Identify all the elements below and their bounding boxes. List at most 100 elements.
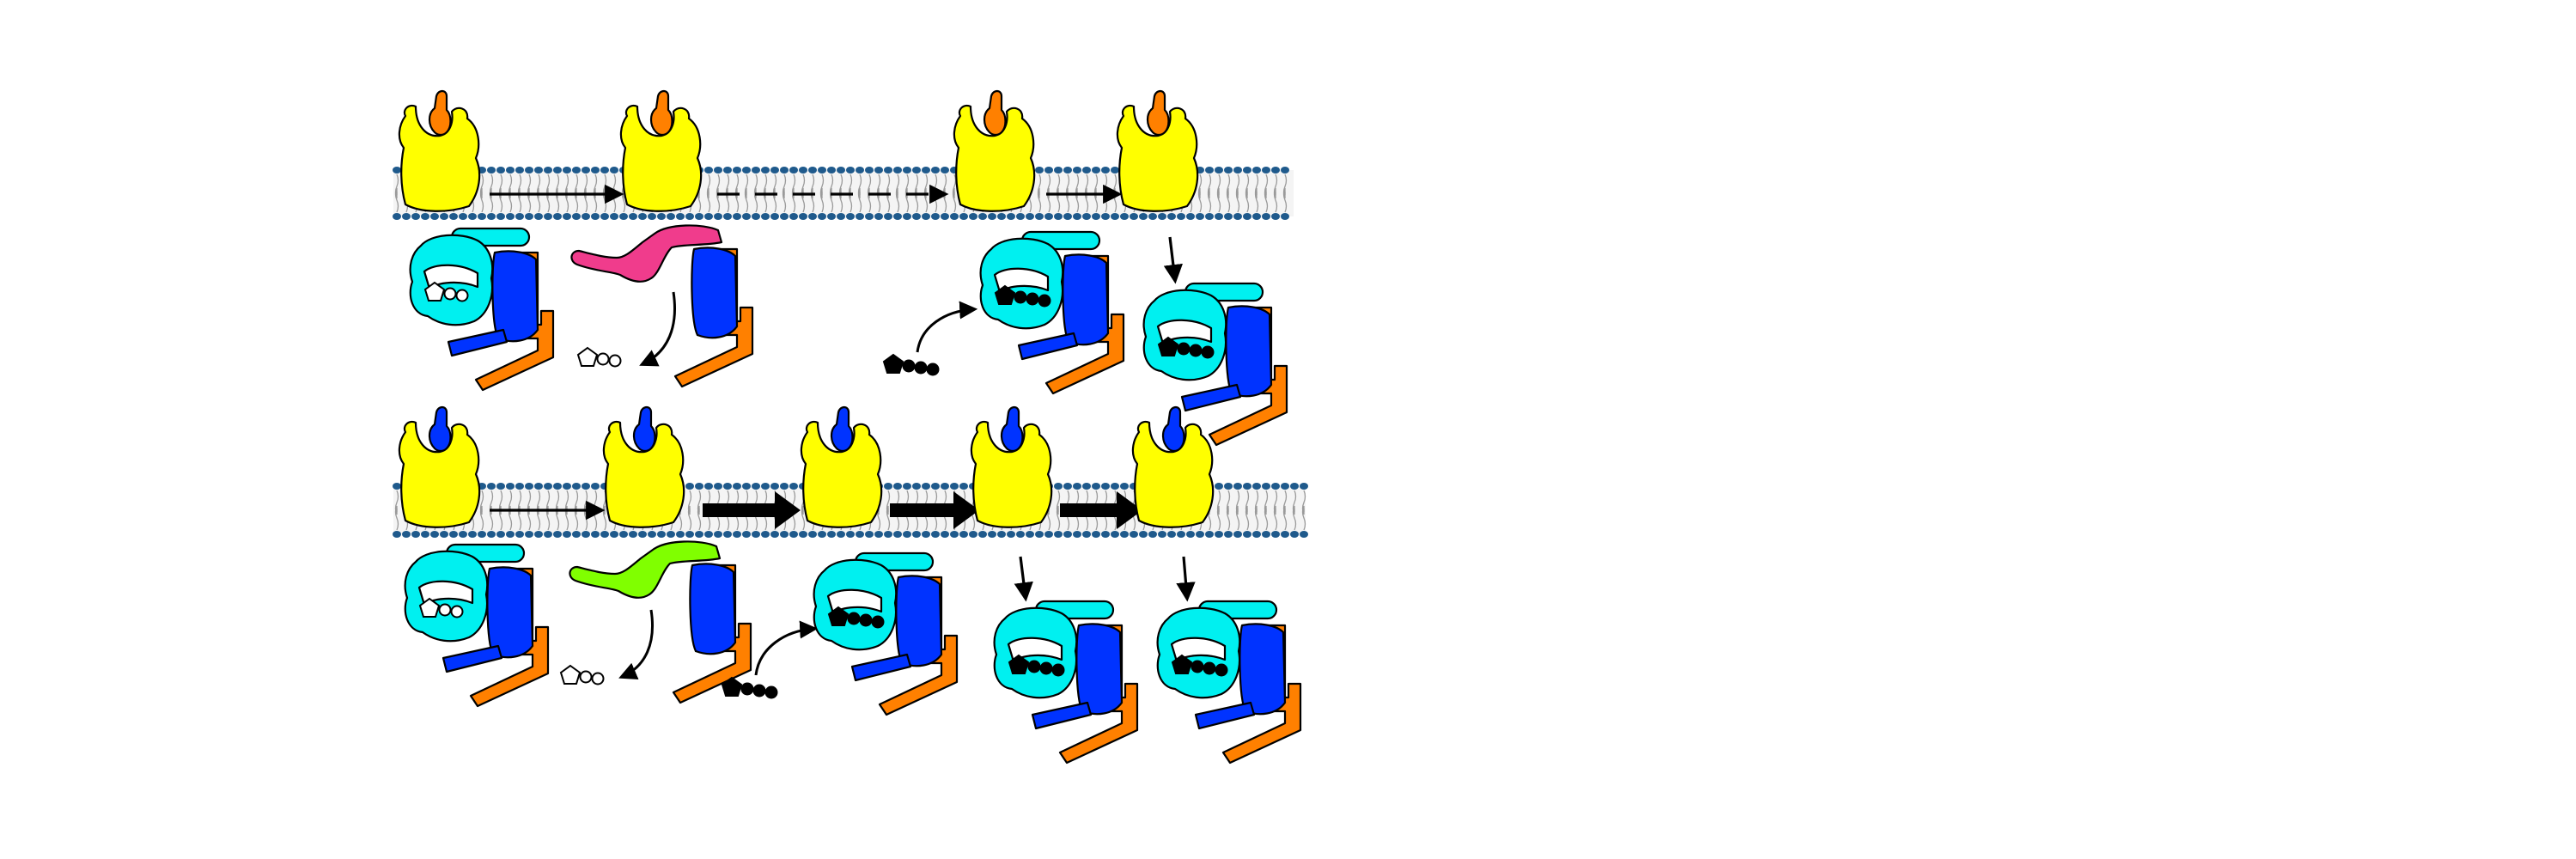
lipid-head <box>685 213 694 220</box>
lipid-head <box>525 531 533 538</box>
lipid-head <box>865 531 874 538</box>
lipid-head <box>638 213 647 220</box>
lipid-head <box>1262 483 1270 490</box>
beta-subunit <box>691 247 739 339</box>
lipid-head <box>1177 213 1185 220</box>
lipid-head <box>752 167 760 174</box>
lipid-head <box>903 167 911 174</box>
lipid-head <box>544 531 552 538</box>
lipid-head <box>1148 213 1157 220</box>
lipid-head <box>1262 213 1270 220</box>
lipid-head <box>638 531 647 538</box>
gdp-phosphate <box>579 670 593 684</box>
lipid-head <box>1262 531 1270 538</box>
gtp-phosphate <box>914 361 928 375</box>
lipid-tail <box>593 187 598 213</box>
lipid-head <box>874 531 883 538</box>
lipid-head <box>534 483 543 490</box>
lipid-head <box>893 531 902 538</box>
gtp-sugar <box>1171 654 1193 674</box>
lipid-head <box>600 531 609 538</box>
lipid-head <box>912 213 921 220</box>
lipid-head <box>1044 213 1053 220</box>
lipid-head <box>1063 531 1072 538</box>
arrow-row2-2 <box>703 491 801 529</box>
gtp-phosphate <box>1039 661 1053 675</box>
lipid-head <box>874 213 883 220</box>
lipid-head <box>695 483 703 490</box>
lipid-head <box>752 213 760 220</box>
lipid-head <box>789 167 798 174</box>
lipid-head <box>1035 531 1044 538</box>
lipid-head <box>695 213 703 220</box>
lipid-head <box>440 213 448 220</box>
lipid-tail <box>848 187 853 213</box>
activated-alpha-2 <box>569 540 752 704</box>
lipid-head <box>827 167 836 174</box>
lipid-head <box>487 483 496 490</box>
gtp-phosphate <box>847 612 861 625</box>
lipid-head <box>1271 483 1280 490</box>
lipid-head <box>988 213 996 220</box>
gdp-sugar <box>559 664 582 685</box>
beta-tail <box>1031 701 1093 730</box>
lipid-tail <box>583 187 588 213</box>
lipid-head <box>563 213 571 220</box>
ligand <box>428 405 452 453</box>
lipid-head <box>1092 531 1100 538</box>
lipid-tail <box>819 187 825 213</box>
lipid-tail <box>895 187 900 213</box>
lipid-head <box>600 167 609 174</box>
gprotein-1c <box>979 230 1125 395</box>
lipid-head <box>1243 531 1251 538</box>
lipid-head <box>553 167 562 174</box>
lipid-head <box>846 167 855 174</box>
gtp-sugar <box>994 284 1016 305</box>
lipid-head <box>629 531 637 538</box>
gtp-phosphate <box>1177 342 1191 356</box>
lipid-head <box>1300 531 1308 538</box>
lipid-head <box>1281 531 1289 538</box>
lipid-head <box>950 213 959 220</box>
gprotein-2d <box>993 600 1139 765</box>
lipid-head <box>1215 167 1223 174</box>
lipid-tail <box>394 505 399 531</box>
lipid-head <box>449 531 458 538</box>
gdp-sugar <box>576 346 599 367</box>
lipid-head <box>733 483 741 490</box>
lipid-head <box>657 213 666 220</box>
lipid-head <box>959 213 968 220</box>
gtp-phosphate <box>1189 344 1203 357</box>
gtp-phosphate <box>1191 660 1204 673</box>
lipid-head <box>544 213 552 220</box>
lipid-head <box>1271 213 1280 220</box>
lipid-head <box>572 213 581 220</box>
lipid-head <box>1120 483 1129 490</box>
lipid-head <box>978 213 987 220</box>
receptor-1d <box>1116 89 1199 212</box>
lipid-tail <box>1235 505 1240 531</box>
lipid-tail <box>1216 187 1221 213</box>
ligand <box>830 405 854 453</box>
arrow-row2-3 <box>890 491 979 529</box>
lipid-head <box>950 531 959 538</box>
lipid-head <box>1158 213 1166 220</box>
lipid-tail <box>1254 505 1259 531</box>
lipid-head <box>411 213 420 220</box>
lipid-tail <box>867 187 872 213</box>
ligand <box>649 89 673 137</box>
lipid-tail <box>1301 505 1306 531</box>
lipid-head <box>506 531 515 538</box>
lipid-head <box>789 213 798 220</box>
gprotein-1a <box>409 227 555 392</box>
lipid-head <box>893 483 902 490</box>
lipid-head <box>922 483 930 490</box>
lipid-head <box>449 213 458 220</box>
lipid-head <box>931 483 940 490</box>
lipid-head <box>393 483 401 490</box>
lipid-head <box>1007 213 1015 220</box>
lipid-head <box>1177 531 1185 538</box>
lipid-head <box>487 531 496 538</box>
lipid-head <box>1082 483 1091 490</box>
gtp-sugar <box>882 353 904 374</box>
